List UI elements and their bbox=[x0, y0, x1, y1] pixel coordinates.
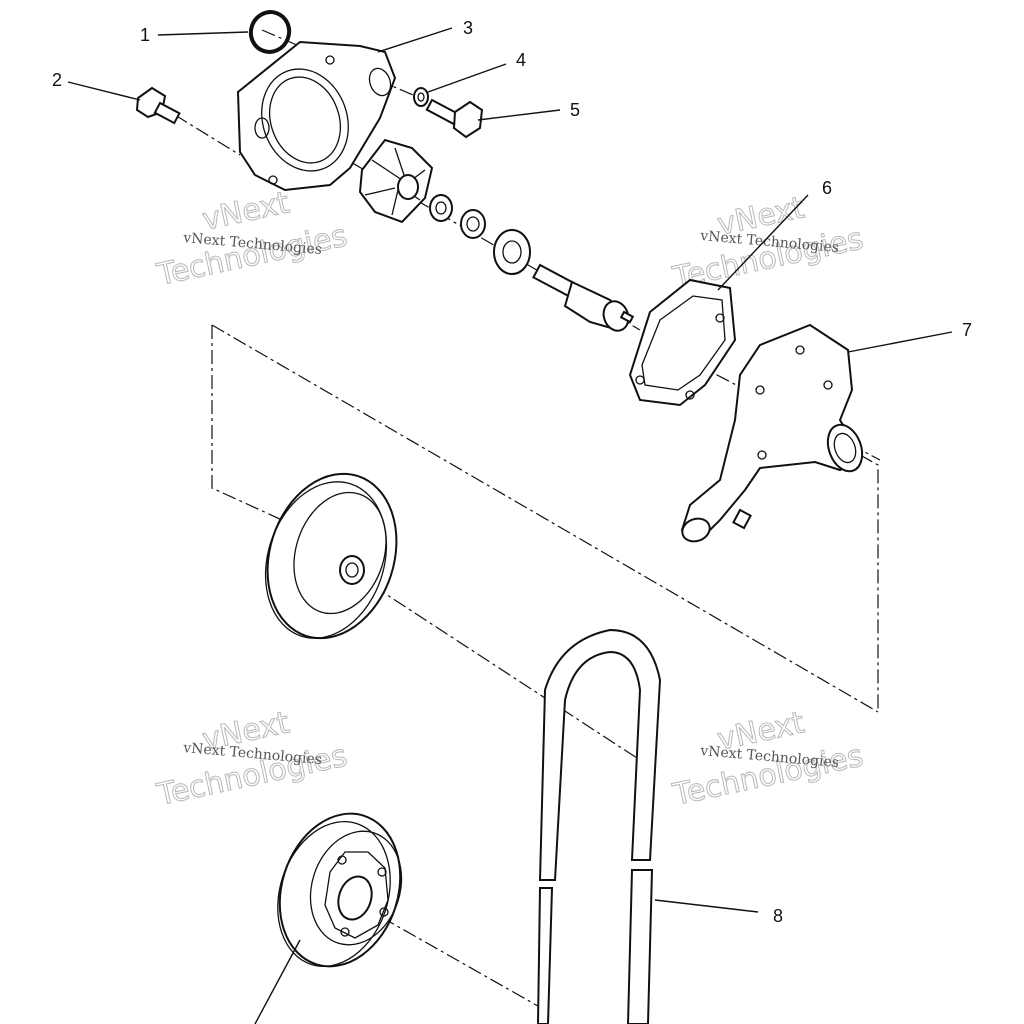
callout-1: 1 bbox=[140, 25, 150, 45]
mechanical-seal bbox=[493, 229, 531, 275]
shaft-bearing bbox=[532, 263, 635, 332]
washer bbox=[413, 87, 429, 107]
pump-gasket bbox=[628, 278, 737, 407]
impeller bbox=[358, 138, 434, 224]
seal-ring-2 bbox=[460, 209, 486, 239]
callout-8: 8 bbox=[773, 906, 783, 926]
pump-pulley bbox=[264, 472, 398, 640]
hex-bolt bbox=[425, 98, 484, 139]
svg-text:vNext: vNext bbox=[199, 185, 292, 238]
watermark-top-left: vNext Technologies vNext Technologies bbox=[153, 185, 351, 294]
watermark-top-right: vNext Technologies vNext Technologies bbox=[669, 190, 867, 297]
callout-numbers: 1 2 3 4 5 6 7 8 bbox=[52, 18, 972, 926]
crankshaft-pulley bbox=[277, 812, 403, 968]
pump-housing-cover bbox=[236, 40, 397, 192]
watermark-bottom-right: vNext Technologies vNext Technologies bbox=[669, 705, 867, 814]
o-ring bbox=[248, 10, 292, 54]
leader-lines bbox=[67, 27, 953, 1024]
water-pump-body bbox=[680, 323, 864, 543]
callout-2: 2 bbox=[52, 70, 62, 90]
callout-5: 5 bbox=[570, 100, 580, 120]
callout-3: 3 bbox=[463, 18, 473, 38]
callout-7: 7 bbox=[962, 320, 972, 340]
bolt-small bbox=[135, 86, 181, 125]
callout-4: 4 bbox=[516, 50, 526, 70]
watermark-bottom-left: vNext Technologies vNext Technologies bbox=[153, 705, 351, 814]
callout-6: 6 bbox=[822, 178, 832, 198]
drive-belt bbox=[536, 628, 662, 1024]
seal-ring-1 bbox=[429, 194, 453, 222]
